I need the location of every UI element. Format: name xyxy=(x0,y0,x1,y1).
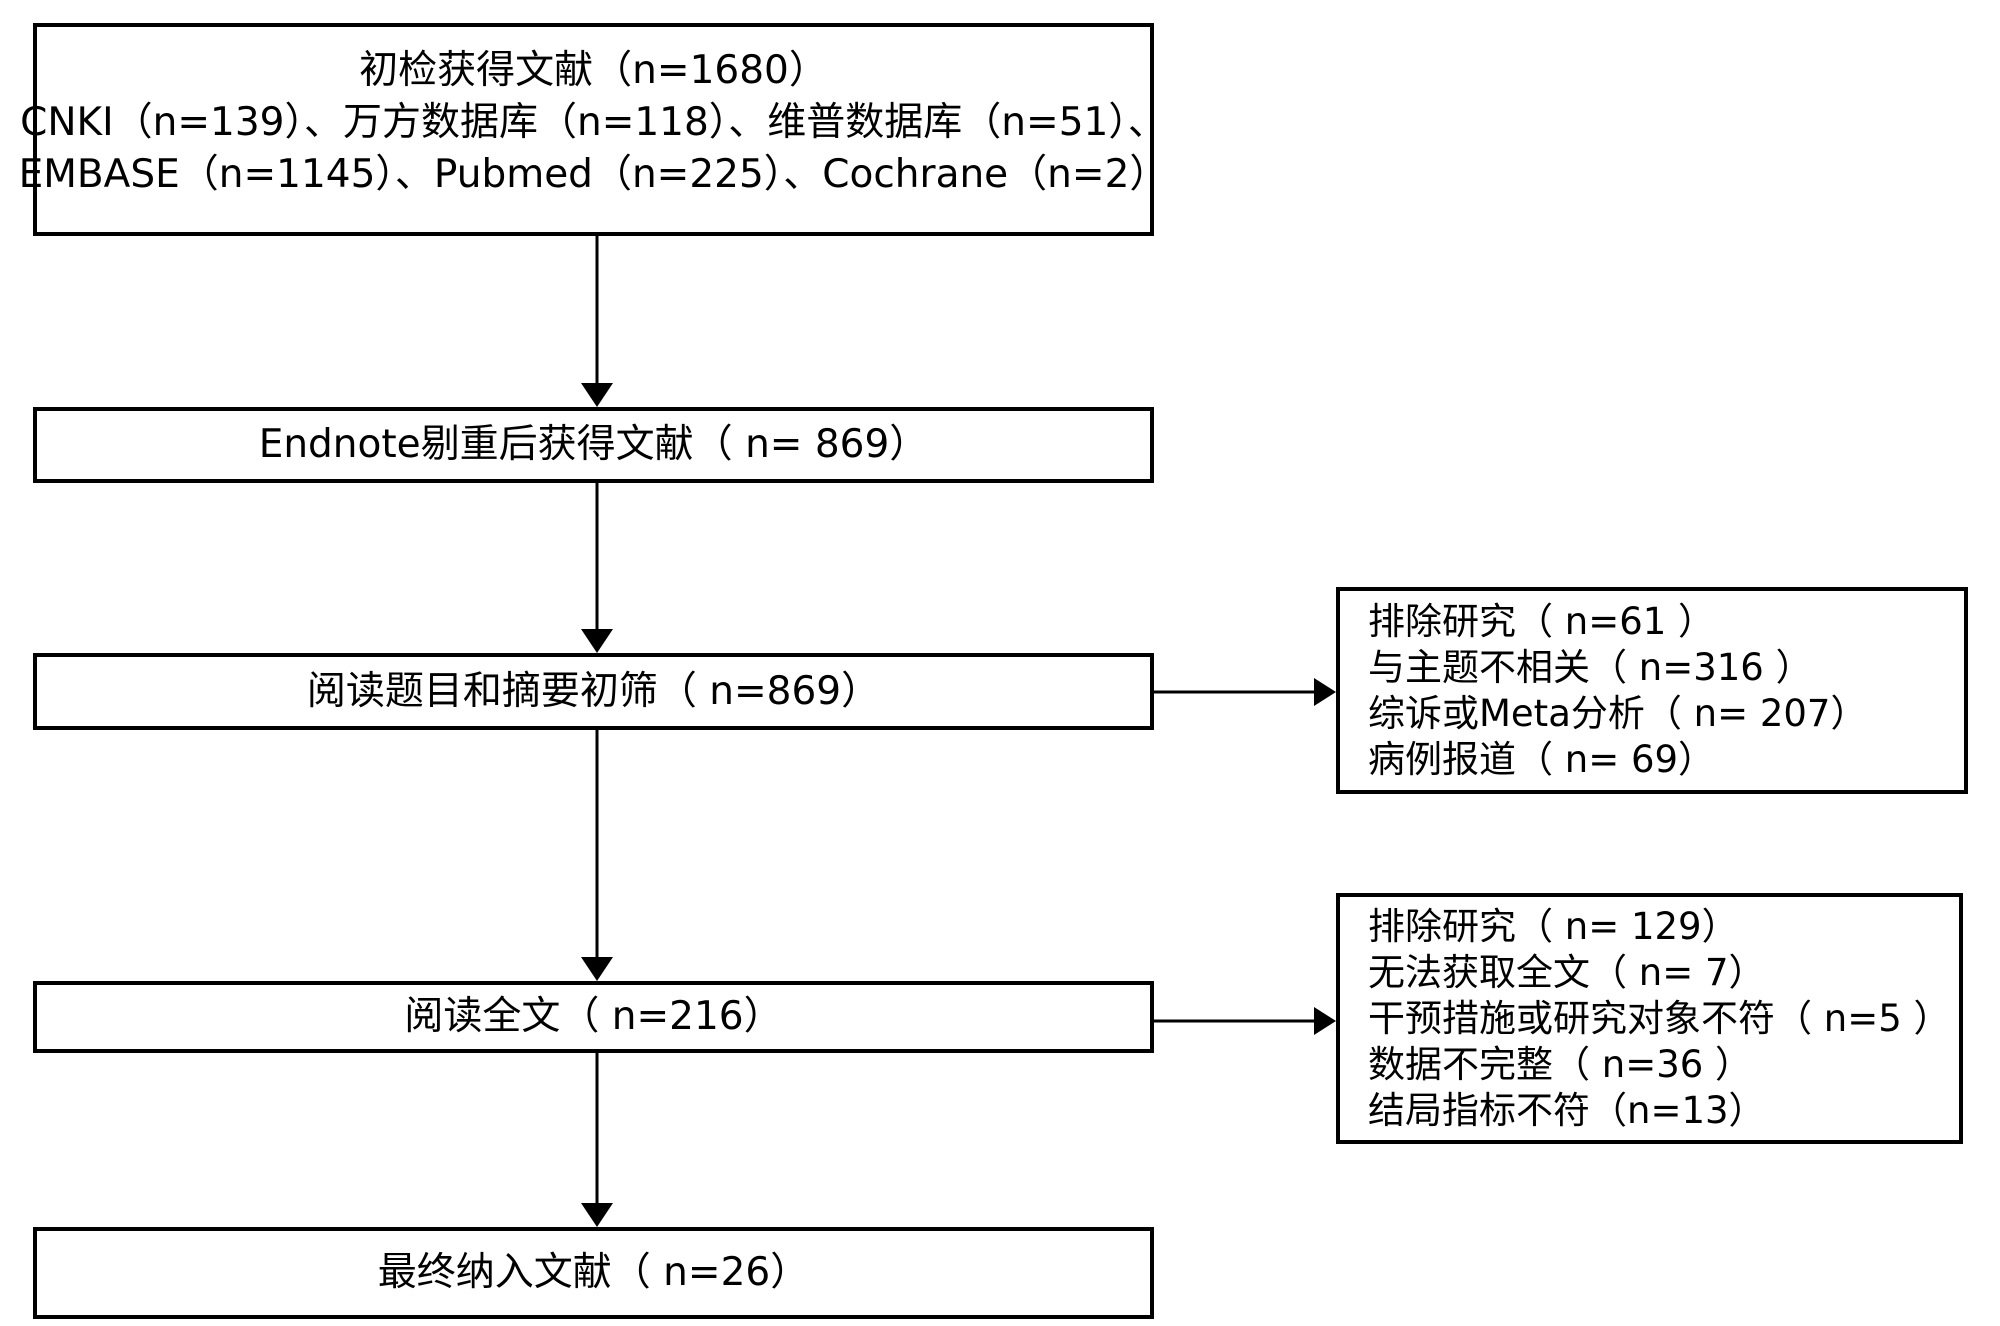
arrowhead-down-icon xyxy=(581,957,613,981)
box-after-dedup: Endnote剔重后获得文献（ n= 869） xyxy=(33,407,1154,483)
arrowhead-right-icon xyxy=(1314,1007,1336,1035)
exclusion-line: 病例报道（ n= 69） xyxy=(1368,737,1716,781)
exclusion-line: 结局指标不符（n=13） xyxy=(1368,1088,1766,1132)
box-line: 阅读题目和摘要初筛（ n=869） xyxy=(306,668,881,714)
exclusion-line: 数据不完整（ n=36 ） xyxy=(1368,1042,1753,1086)
exclusion-line: 排除研究（ n= 129） xyxy=(1368,904,1739,948)
box-line: Endnote剔重后获得文献（ n= 869） xyxy=(258,422,929,467)
arrow-down-initial-to-dedup xyxy=(581,236,613,407)
exclusion-line: 综诉或Meta分析（ n= 207） xyxy=(1368,691,1868,735)
arrowhead-down-icon xyxy=(581,629,613,653)
arrow-shaft xyxy=(1154,1019,1318,1023)
arrow-down-screening-to-fulltext xyxy=(581,730,613,981)
exclusion-line: 与主题不相关（ n=316 ） xyxy=(1368,645,1813,689)
box-initial-search: 初检获得文献（n=1680） CNKI（n=139）、万方数据库（n=118）、… xyxy=(19,23,1168,236)
box-line: EMBASE（n=1145）、Pubmed（n=225）、Cochrane（n=… xyxy=(18,152,1169,197)
arrowhead-down-icon xyxy=(581,383,613,407)
box-line: 阅读全文（ n=216） xyxy=(404,994,783,1039)
box-line: 初检获得文献（n=1680） xyxy=(359,48,828,93)
arrow-down-dedup-to-screening xyxy=(581,483,613,653)
arrowhead-down-icon xyxy=(581,1203,613,1227)
arrowhead-right-icon xyxy=(1314,678,1336,706)
arrow-shaft xyxy=(595,1053,599,1207)
arrow-shaft xyxy=(595,730,599,961)
arrow-shaft xyxy=(595,236,599,387)
arrow-right-screening-to-exclusion1 xyxy=(1154,676,1336,708)
arrow-right-fulltext-to-exclusion2 xyxy=(1154,1005,1336,1037)
box-line: CNKI（n=139）、万方数据库（n=118）、维普数据库（n=51）、 xyxy=(20,100,1167,145)
box-exclusion-title-abstract: 排除研究（ n=61 ） 与主题不相关（ n=316 ） 综诉或Meta分析（ … xyxy=(1336,587,1968,794)
arrow-shaft xyxy=(1154,690,1318,694)
arrow-shaft xyxy=(595,483,599,633)
box-final-included: 最终纳入文献（ n=26） xyxy=(33,1227,1154,1319)
box-title-abstract-screening: 阅读题目和摘要初筛（ n=869） xyxy=(33,653,1154,730)
box-fulltext-review: 阅读全文（ n=216） xyxy=(33,981,1154,1053)
exclusion-line: 干预措施或研究对象不符（ n=5 ） xyxy=(1368,996,1951,1040)
exclusion-line: 排除研究（ n=61 ） xyxy=(1368,599,1716,643)
arrow-down-fulltext-to-included xyxy=(581,1053,613,1227)
box-exclusion-fulltext: 排除研究（ n= 129） 无法获取全文（ n= 7） 干预措施或研究对象不符（… xyxy=(1336,893,1963,1144)
box-line: 最终纳入文献（ n=26） xyxy=(377,1250,810,1295)
exclusion-line: 无法获取全文（ n= 7） xyxy=(1368,950,1766,994)
